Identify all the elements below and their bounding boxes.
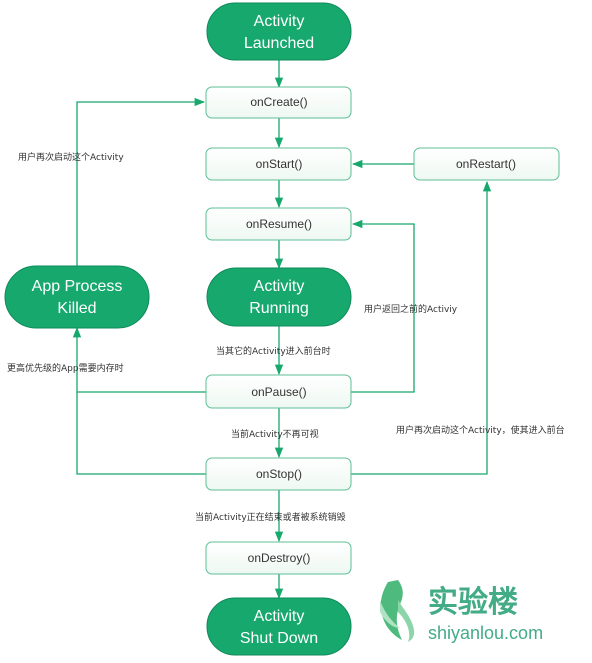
arrow-stop-to-restart xyxy=(351,180,492,475)
state-shutdown-line2: Shut Down xyxy=(240,630,318,647)
state-running-line2: Running xyxy=(249,300,309,317)
state-launched-line1: Activity xyxy=(254,13,305,30)
state-shutdown: Activity Shut Down xyxy=(206,597,352,656)
method-oncreate-label: onCreate() xyxy=(250,95,307,109)
state-killed-line2: Killed xyxy=(57,300,96,317)
method-ondestroy: onDestroy() xyxy=(205,541,352,575)
method-onstart: onStart() xyxy=(205,147,352,181)
method-ondestroy-label: onDestroy() xyxy=(248,551,311,565)
watermark-cn: 实验楼 xyxy=(428,585,518,620)
shiyanlou-logo-icon xyxy=(380,580,415,642)
arrow-pause-to-killed xyxy=(72,326,206,393)
method-onpause-label: onPause() xyxy=(251,385,306,399)
method-onresume: onResume() xyxy=(205,207,352,241)
connectors xyxy=(72,60,492,600)
method-onrestart-label: onRestart() xyxy=(456,157,516,171)
state-launched: Activity Launched xyxy=(206,2,352,61)
method-oncreate: onCreate() xyxy=(205,86,352,119)
note-not-visible: 当前Activity不再可视 xyxy=(231,428,319,440)
note-other-front: 当其它的Activity进入前台时 xyxy=(216,345,331,357)
note-relaunch-front: 用户再次启动这个Activity，使其进入前台 xyxy=(396,424,565,436)
watermark: 实验楼 shiyanlou.com xyxy=(380,580,543,643)
note-finishing: 当前Activity正在结束或者被系统销毁 xyxy=(195,511,346,523)
arrow-pause-to-resume xyxy=(351,219,415,393)
method-onstop-label: onStop() xyxy=(256,467,302,481)
method-onpause: onPause() xyxy=(205,374,352,409)
watermark-en: shiyanlou.com xyxy=(428,623,543,643)
line-stop-to-killed xyxy=(76,392,206,475)
method-onstart-label: onStart() xyxy=(256,157,303,171)
method-onstop: onStop() xyxy=(205,457,352,491)
note-relaunch-killed: 用户再次启动这个Activity xyxy=(18,151,124,163)
state-running-line1: Activity xyxy=(254,278,305,295)
state-launched-line2: Launched xyxy=(244,35,314,52)
state-killed: App Process Killed xyxy=(4,265,150,329)
method-onresume-label: onResume() xyxy=(246,217,312,231)
arrow-killed-to-create xyxy=(76,97,206,266)
state-running: Activity Running xyxy=(206,267,352,327)
state-shutdown-line1: Activity xyxy=(254,608,305,625)
note-higher-priority: 更高优先级的App需要内存时 xyxy=(7,362,124,374)
note-return-prev: 用户返回之前的Activiy xyxy=(364,303,458,315)
method-onrestart: onRestart() xyxy=(413,147,560,181)
state-killed-line1: App Process xyxy=(32,278,123,295)
